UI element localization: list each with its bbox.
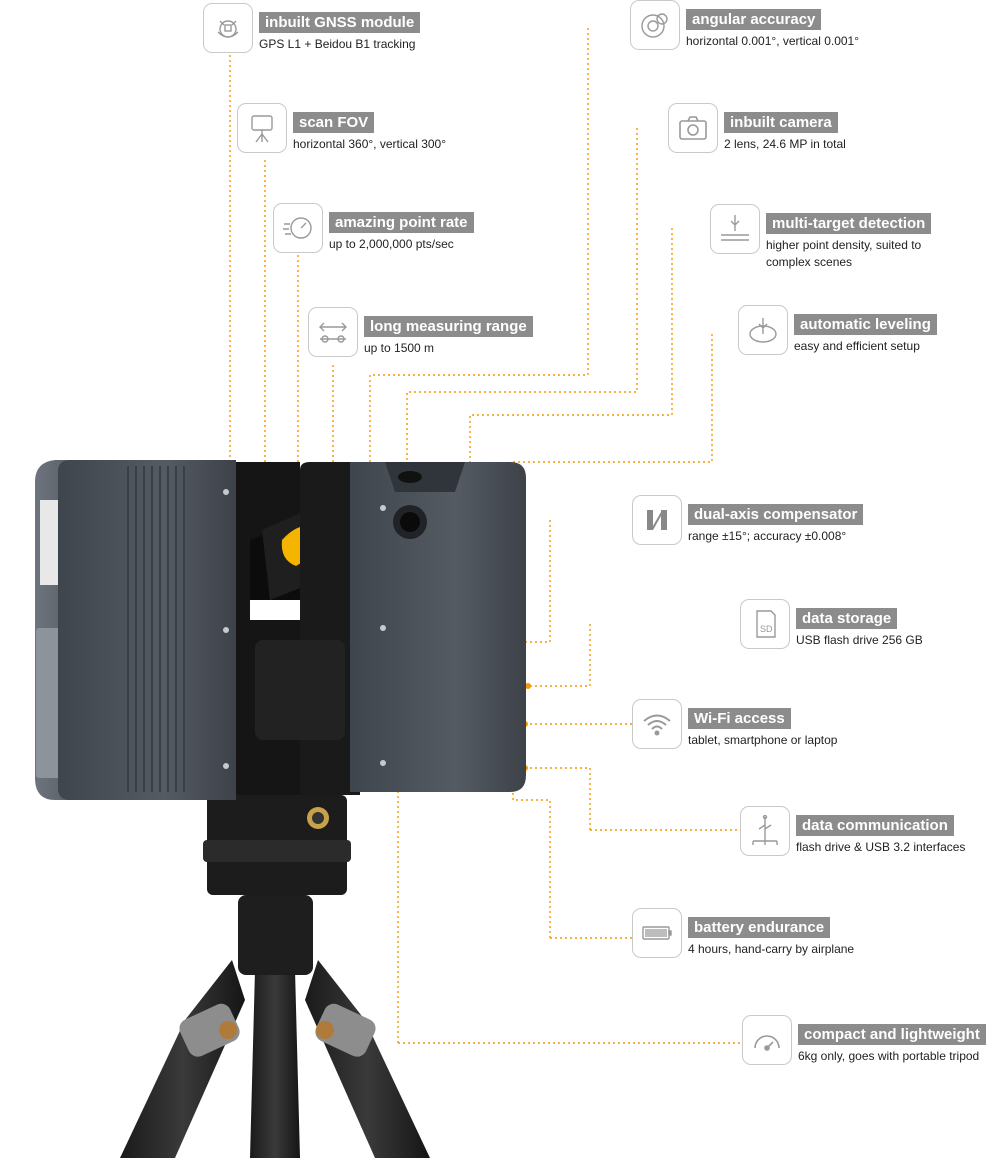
feature-description: USB flash drive 256 GB: [796, 633, 923, 647]
feature-title: angular accuracy: [686, 9, 822, 30]
satellite-icon: [203, 3, 253, 53]
level-bubble-icon: [738, 305, 788, 355]
feature-title: inbuilt GNSS module: [259, 12, 421, 33]
scanner-fov-icon: [237, 103, 287, 153]
feature-title: data storage: [796, 608, 898, 629]
feature-description: horizontal 360°, vertical 300°: [293, 137, 447, 151]
feature-title: dual-axis compensator: [688, 504, 864, 525]
feature-description: range ±15°; accuracy ±0.008°: [688, 529, 847, 543]
feature-title: scan FOV: [293, 112, 375, 133]
speed-clock-icon: [273, 203, 323, 253]
feature-description: easy and efficient setup: [794, 339, 920, 353]
feature-description: GPS L1 + Beidou B1 tracking: [259, 37, 416, 51]
usb-icon: [740, 806, 790, 856]
camera-icon: [668, 103, 718, 153]
weight-gauge-icon: [742, 1015, 792, 1065]
feature-title: data communication: [796, 815, 954, 836]
sd-card-icon: SD: [740, 599, 790, 649]
feature-description: tablet, smartphone or laptop: [688, 733, 838, 747]
feature-title: compact and lightweight: [798, 1024, 986, 1045]
wifi-icon: [632, 699, 682, 749]
feature-description: up to 1500 m: [364, 341, 435, 355]
feature-description: up to 2,000,000 pts/sec: [329, 237, 454, 251]
feature-title: automatic leveling: [794, 314, 937, 335]
feature-title: inbuilt camera: [724, 112, 838, 133]
feature-description: flash drive & USB 3.2 interfaces: [796, 840, 966, 854]
feature-title: Wi-Fi access: [688, 708, 791, 729]
feature-description: 2 lens, 24.6 MP in total: [724, 137, 846, 151]
compensator-icon: [632, 495, 682, 545]
multi-target-icon: [710, 204, 760, 254]
feature-title: long measuring range: [364, 316, 533, 337]
battery-icon: [632, 908, 682, 958]
feature-title: amazing point rate: [329, 212, 474, 233]
feature-title: multi-target detection: [766, 213, 932, 234]
feature-description: 6kg only, goes with portable tripod: [798, 1049, 980, 1063]
range-arrow-icon: [308, 307, 358, 357]
target-dial-icon: [630, 0, 680, 50]
feature-description: 4 hours, hand-carry by airplane: [688, 942, 855, 956]
feature-title: battery endurance: [688, 917, 831, 938]
feature-description: horizontal 0.001°, vertical 0.001°: [686, 34, 860, 48]
svg-text:SD: SD: [760, 624, 773, 634]
